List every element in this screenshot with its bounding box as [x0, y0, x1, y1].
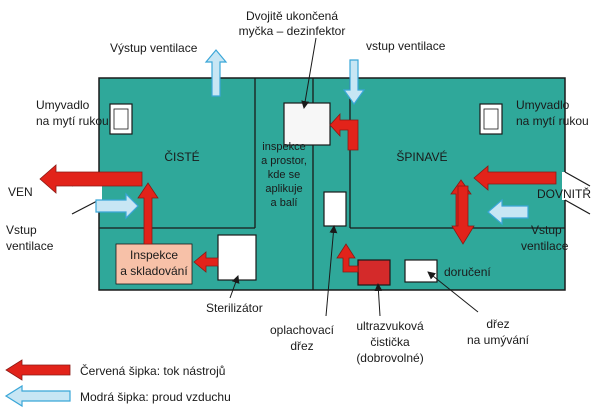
red-arrow-dirty-down — [451, 185, 475, 245]
label-rinse-sink-1: oplachovací — [270, 323, 335, 337]
red-arrow-sterilizer-to-storage — [193, 251, 219, 273]
label-wash-sink-2: na umývání — [467, 333, 530, 347]
label-sink-left-1: Umyvadlo — [36, 98, 90, 112]
red-arrow-to-washer — [329, 112, 359, 151]
label-middle-zone-2: a prostor, — [261, 155, 307, 167]
label-sink-left-2: na mytí rukou — [36, 114, 109, 128]
label-supply-right-1: Vstup — [531, 223, 562, 237]
label-exhaust-clean: Výstup ventilace — [110, 41, 198, 55]
label-sink-right-1: Umyvadlo — [516, 98, 570, 112]
blue-arrow-supply-top-down — [342, 59, 366, 106]
label-delivery: doručení — [444, 265, 491, 279]
label-supply-left-1: Vstup — [6, 223, 37, 237]
label-supply-right-2: ventilace — [521, 239, 569, 253]
rinse-sink-fixture — [323, 191, 347, 227]
label-exit: VEN — [8, 185, 33, 199]
sink-right-fixture — [479, 103, 503, 135]
blue-arrow-exhaust-up — [204, 49, 228, 97]
label-wash-sink-1: dřez — [486, 317, 509, 331]
red-arrow-exit — [39, 164, 143, 194]
sterilizer-fixture — [217, 234, 257, 281]
entrance-door — [562, 171, 591, 215]
label-dual-washer-1: Dvojitě ukončená — [246, 9, 338, 23]
washer-disinfector — [283, 102, 331, 146]
label-inspection-storage-1: Inspekce — [130, 248, 178, 262]
label-clean-zone: ČISTÉ — [164, 149, 199, 164]
label-ultrasonic-3: (dobrovolné) — [356, 351, 423, 365]
label-inspection-storage-2: a skladování — [120, 264, 188, 278]
label-middle-zone-3: kde se — [268, 169, 300, 181]
airflow-arrows — [95, 49, 529, 226]
red-arrow-ultrasonic — [336, 243, 359, 273]
label-supply-top: vstup ventilace — [366, 39, 446, 53]
label-supply-left-2: ventilace — [6, 239, 54, 253]
sink-left-fixture — [109, 103, 133, 135]
instrument-flow-arrows — [39, 112, 557, 273]
label-ultrasonic-1: ultrazvuková — [356, 319, 424, 333]
inspection-storage-box — [115, 243, 193, 285]
leader-lines — [229, 37, 479, 317]
label-dirty-zone: ŠPINAVÉ — [396, 149, 447, 164]
wash-sink-fixture — [404, 259, 438, 283]
label-entrance: DOVNITŘ — [537, 186, 591, 201]
label-rinse-sink-2: dřez — [290, 339, 313, 353]
legend-red-arrow — [5, 359, 71, 381]
label-sink-right-2: na mytí rukou — [516, 114, 589, 128]
label-ultrasonic-2: čistička — [370, 335, 410, 349]
red-arrow-storage-up — [137, 182, 159, 245]
label-middle-zone-4: aplikuje — [265, 183, 302, 195]
label-sterilizer: Sterilizátor — [206, 301, 263, 315]
blue-arrow-supply-left — [95, 192, 139, 220]
legend-blue-arrow — [4, 384, 71, 408]
label-middle-zone-5: a balí — [271, 197, 298, 209]
label-dual-washer-2: myčka – dezinfektor — [239, 24, 346, 38]
legend-red-label: Červená šipka: tok nástrojů — [80, 363, 225, 378]
red-arrow-dirty-in — [473, 165, 557, 191]
blue-arrow-supply-right — [487, 198, 529, 226]
label-middle-zone-1: inspekce — [262, 141, 305, 153]
legend-blue-label: Modrá šipka: proud vzduchu — [80, 390, 231, 404]
ultrasonic-cleaner-fixture — [357, 259, 391, 286]
